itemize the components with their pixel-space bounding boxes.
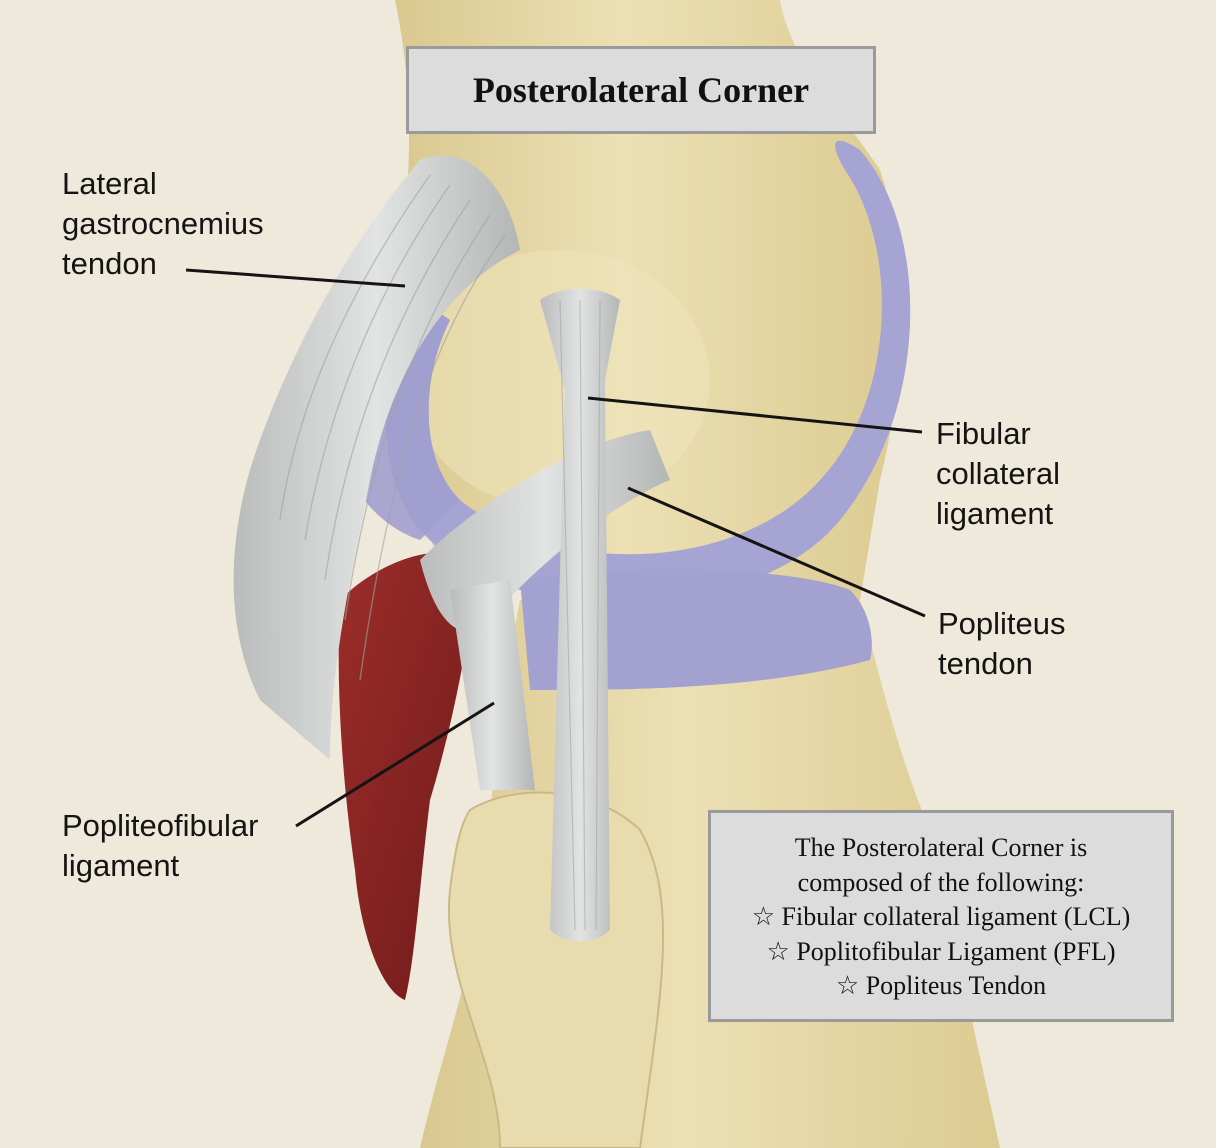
popliteus-muscle: [338, 552, 480, 1000]
label-fibular-collateral-ligament: Fibular collateral ligament: [936, 414, 1060, 534]
leader-fibular: [587, 396, 923, 434]
label-line: Lateral: [62, 166, 157, 201]
info-item-text: Poplitofibular Ligament (PFL): [796, 936, 1116, 966]
leader-popliteofibular: [295, 701, 495, 828]
gastrocnemius-tendon: [233, 155, 520, 760]
info-item-text: Popliteus Tendon: [865, 971, 1047, 1000]
label-line: gastrocnemius: [62, 206, 264, 241]
label-line: tendon: [62, 246, 157, 281]
info-item-text: Fibular collateral ligament (LCL): [781, 902, 1131, 931]
star-icon: ☆: [766, 936, 790, 966]
page-title: Posterolateral Corner: [406, 46, 876, 134]
star-icon: ☆: [835, 971, 860, 1000]
info-box: The Posterolateral Corner is composed of…: [708, 810, 1174, 1022]
label-popliteofibular-ligament: Popliteofibular ligament: [62, 806, 258, 886]
meniscus-ring: [386, 140, 911, 605]
info-intro-line: composed of the following:: [797, 867, 1085, 897]
leader-popliteus: [627, 486, 926, 618]
lateral-meniscus-band: [520, 569, 872, 690]
label-line: tendon: [938, 646, 1033, 681]
star-icon: ☆: [751, 902, 776, 931]
label-lateral-gastrocnemius-tendon: Lateral gastrocnemius tendon: [62, 164, 264, 284]
fibular-collateral-ligament: [540, 288, 620, 942]
label-line: Fibular: [936, 416, 1031, 451]
label-popliteus-tendon: Popliteus tendon: [938, 604, 1066, 684]
leader-gastrocnemius: [185, 268, 406, 288]
info-item: ☆ Popliteus Tendon: [711, 969, 1171, 1004]
label-line: collateral: [936, 456, 1061, 491]
label-line: ligament: [62, 848, 180, 883]
info-item: ☆ Poplitofibular Ligament (PFL): [711, 935, 1171, 970]
popliteofibular-ligament: [450, 580, 535, 790]
label-line: Popliteus: [938, 606, 1066, 641]
label-line: Popliteofibular: [62, 808, 259, 843]
label-line: ligament: [936, 496, 1054, 531]
popliteus-tendon-band: [420, 430, 670, 632]
info-intro-line: The Posterolateral Corner is: [794, 833, 1088, 862]
info-item: ☆ Fibular collateral ligament (LCL): [711, 900, 1171, 935]
